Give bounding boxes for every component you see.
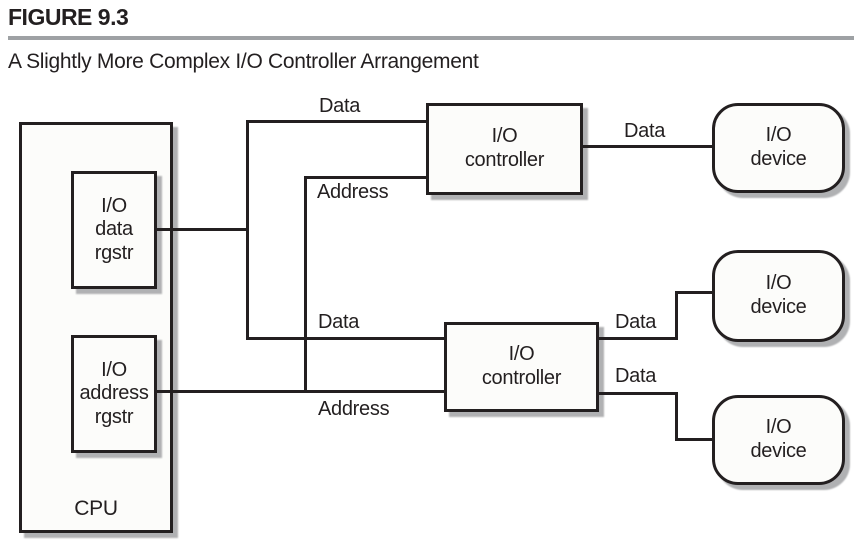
- figure-divider-rule: [8, 36, 854, 40]
- io-address-register-box: I/O address rgstr: [71, 335, 157, 453]
- wire-controller-1-to-device-1: [583, 145, 712, 148]
- io-controller-2-label: I/O controller: [481, 343, 562, 389]
- bus-label-address-top: Address: [317, 181, 389, 203]
- io-controller-2-box: I/O controller: [444, 322, 599, 412]
- wire-data-bus-vertical: [246, 120, 249, 340]
- io-device-3-label: I/O device: [750, 416, 807, 462]
- cpu-label: CPU: [74, 497, 118, 521]
- io-device-3-box: I/O device: [712, 395, 845, 485]
- io-controller-1-box: I/O controller: [426, 103, 583, 195]
- bus-label-data-device-1: Data: [624, 120, 666, 142]
- wire-data-to-controller-2: [246, 337, 444, 340]
- wire-controller-2-elbow-down: [675, 392, 678, 441]
- io-address-register-label: I/O address rgstr: [79, 358, 149, 428]
- wire-address-bus-vertical: [304, 176, 307, 392]
- bus-label-data-device-2: Data: [615, 311, 657, 333]
- io-data-register-label: I/O data rgstr: [94, 194, 134, 264]
- wire-data-to-controller-1: [246, 120, 426, 123]
- bus-label-data-top: Data: [319, 95, 361, 117]
- wire-data-register-to-bus: [157, 228, 248, 231]
- wire-controller-2-data-out-bottom: [599, 392, 678, 395]
- io-device-2-box: I/O device: [712, 250, 845, 342]
- wire-into-device-2: [675, 291, 712, 294]
- wire-into-device-3: [675, 438, 712, 441]
- io-device-1-box: I/O device: [712, 103, 845, 193]
- io-device-1-label: I/O device: [750, 124, 807, 170]
- figure-caption: A Slightly More Complex I/O Controller A…: [8, 50, 479, 73]
- bus-label-address-bottom: Address: [318, 398, 390, 420]
- wire-controller-2-elbow-up: [675, 291, 678, 340]
- io-data-register-box: I/O data rgstr: [71, 171, 157, 289]
- io-controller-1-label: I/O controller: [464, 125, 545, 171]
- io-device-2-label: I/O device: [750, 272, 807, 318]
- figure-label: FIGURE 9.3: [8, 4, 129, 30]
- bus-label-data-middle: Data: [318, 311, 360, 333]
- wire-address-register-to-controller-2: [157, 390, 444, 393]
- bus-label-data-device-3: Data: [615, 365, 657, 387]
- wire-controller-2-data-out-top: [599, 337, 678, 340]
- wire-address-to-controller-1: [304, 176, 426, 179]
